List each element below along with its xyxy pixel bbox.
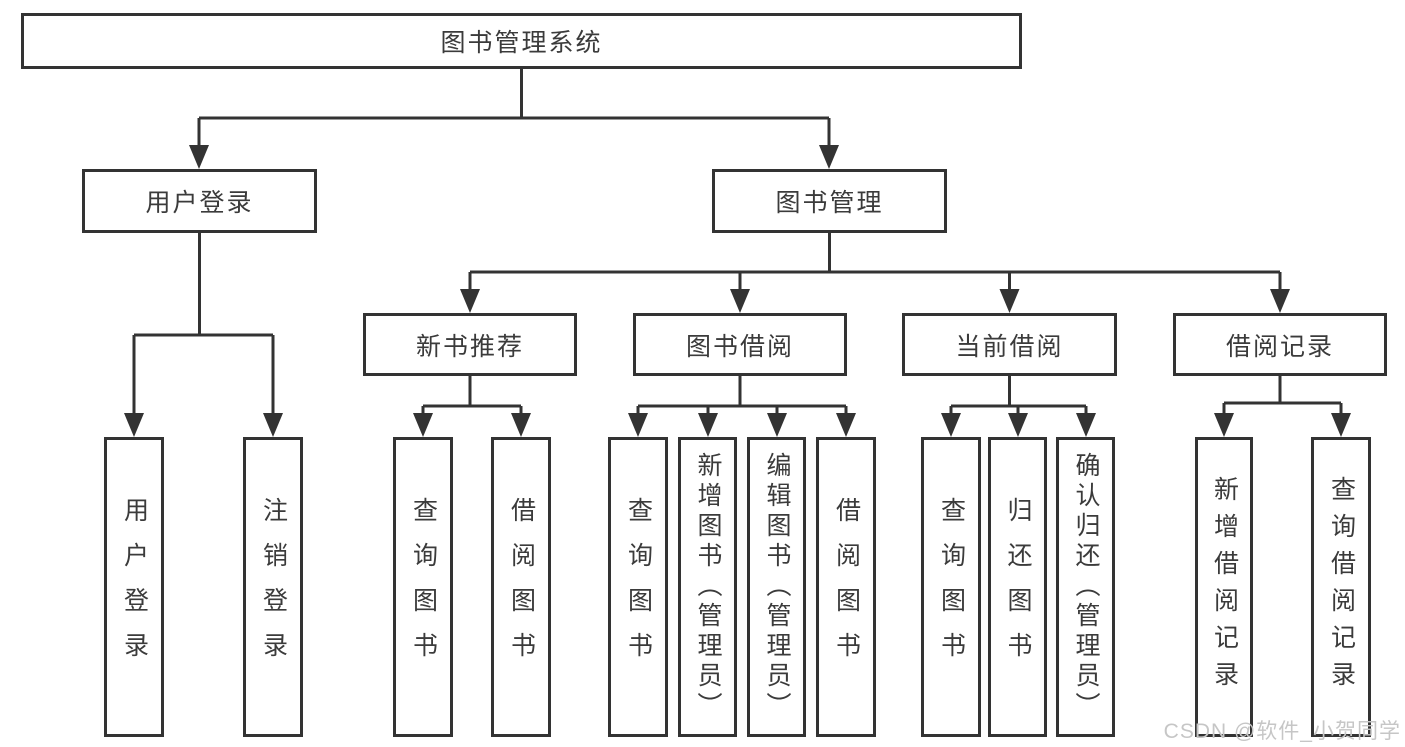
leaf-logout-label: 注销登录	[259, 497, 288, 677]
leaf-borrow-books: 借阅图书	[816, 437, 876, 737]
leaf-borrow-books-label: 借阅图书	[832, 497, 861, 677]
leaf-edit-book-admin: 编辑图书（管理员）	[747, 437, 806, 737]
leaf-user-login: 用户登录	[104, 437, 164, 737]
leaf-query-books-borrow-label: 查询图书	[624, 497, 653, 677]
node-book-borrow: 图书借阅	[633, 313, 847, 376]
leaf-query-borrow-record-label: 查询借阅记录	[1327, 476, 1356, 698]
leaf-logout: 注销登录	[243, 437, 303, 737]
leaf-confirm-return-admin: 确认归还（管理员）	[1056, 437, 1115, 737]
leaf-user-login-label: 用户登录	[120, 497, 149, 677]
node-user-login: 用户登录	[82, 169, 317, 233]
node-book-management: 图书管理	[712, 169, 947, 233]
node-new-book-recommend: 新书推荐	[363, 313, 577, 376]
leaf-borrow-books-recommend: 借阅图书	[491, 437, 551, 737]
leaf-query-books-current: 查询图书	[921, 437, 981, 737]
leaf-query-books-current-label: 查询图书	[937, 497, 966, 677]
leaf-query-books-borrow: 查询图书	[608, 437, 668, 737]
leaf-edit-book-admin-label: 编辑图书（管理员）	[763, 452, 791, 722]
leaf-borrow-books-recommend-label: 借阅图书	[507, 497, 536, 677]
leaf-add-book-admin-label: 新增图书（管理员）	[694, 452, 722, 722]
watermark: CSDN @软件_小贺同学	[1163, 720, 1401, 743]
leaf-query-books-recommend-label: 查询图书	[409, 497, 438, 677]
leaf-add-borrow-record-label: 新增借阅记录	[1210, 476, 1239, 698]
leaf-query-borrow-record: 查询借阅记录	[1311, 437, 1371, 737]
leaf-add-borrow-record: 新增借阅记录	[1195, 437, 1253, 737]
arrowheads	[124, 145, 1351, 437]
node-library-management-system: 图书管理系统	[21, 13, 1022, 69]
node-borrow-records: 借阅记录	[1173, 313, 1387, 376]
leaf-return-book: 归还图书	[988, 437, 1047, 737]
leaf-return-book-label: 归还图书	[1004, 497, 1032, 677]
leaf-add-book-admin: 新增图书（管理员）	[678, 437, 737, 737]
leaf-query-books-recommend: 查询图书	[393, 437, 453, 737]
leaf-confirm-return-admin-label: 确认归还（管理员）	[1072, 452, 1100, 722]
node-current-borrow: 当前借阅	[902, 313, 1117, 376]
